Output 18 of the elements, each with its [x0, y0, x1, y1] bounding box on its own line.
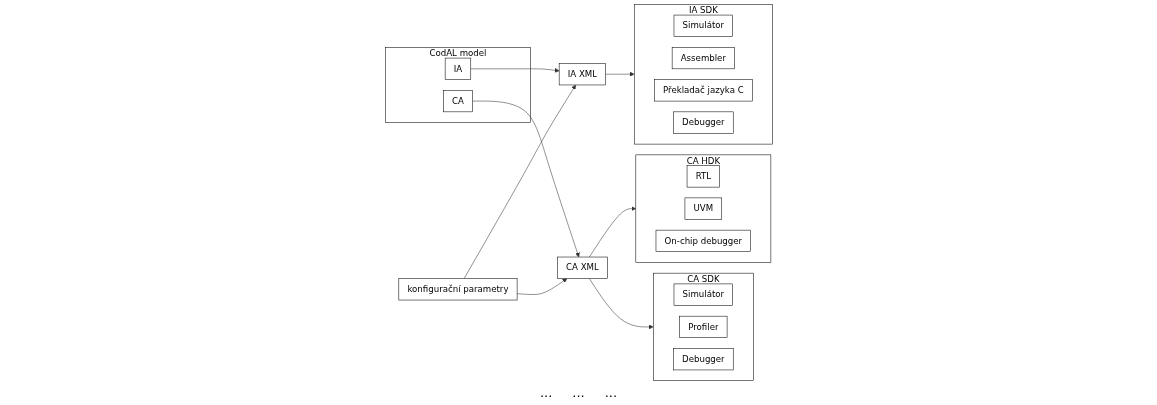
node-box: Simulátor — [673, 14, 733, 37]
node-box: Debugger — [672, 348, 734, 371]
node-box: UVM — [684, 197, 722, 220]
node-box: IA — [444, 57, 471, 80]
node-box: konfigurační parametry — [398, 278, 517, 301]
node-box: Profiler — [678, 315, 727, 338]
node-box: Debugger — [672, 111, 734, 134]
node-box: CA — [442, 90, 473, 113]
node-box: RTL — [686, 165, 720, 188]
node-box: Assembler — [671, 47, 735, 70]
ellipsis-note: ... — [604, 385, 618, 402]
node-box: CA XML — [556, 256, 608, 279]
ellipsis-note: ... — [572, 385, 585, 402]
node-box: On-chip debugger — [655, 229, 751, 252]
node-box: Simulátor — [673, 283, 733, 306]
node-box: Překladač jazyka C — [653, 79, 753, 102]
node-box: IA XML — [558, 63, 606, 86]
ellipsis-note: ... — [539, 385, 553, 402]
